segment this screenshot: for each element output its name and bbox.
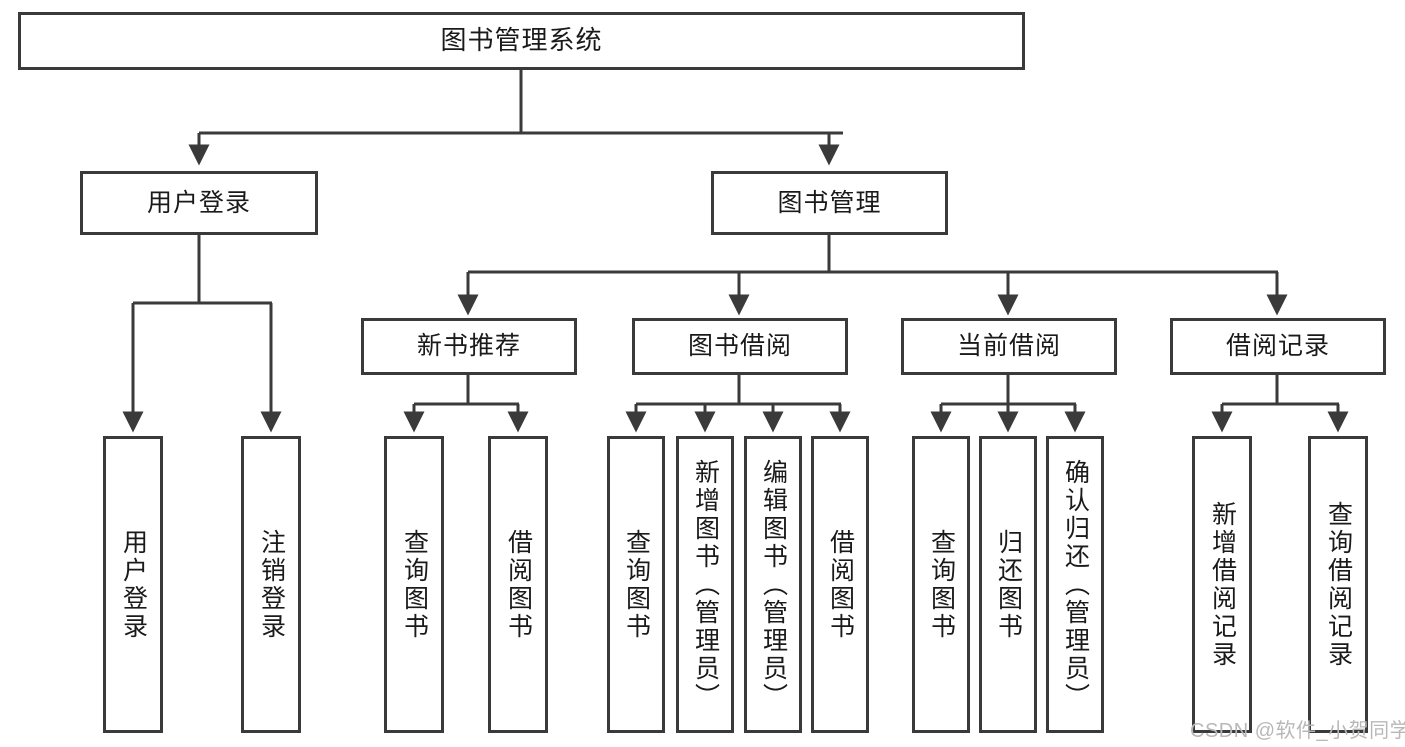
node-book-management[interactable]: 图书管理 <box>711 171 948 235</box>
leaf-borrow-book-newbook[interactable]: 借阅图书 <box>488 436 548 733</box>
node-label: 编辑图书（管理员） <box>759 458 788 711</box>
leaf-query-borrow-record[interactable]: 查询借阅记录 <box>1308 436 1368 733</box>
node-label: 新增图书（管理员） <box>691 458 720 711</box>
node-label: 用户登录 <box>119 528 148 641</box>
node-label: 借阅图书 <box>826 528 855 641</box>
leaf-return-book[interactable]: 归还图书 <box>979 436 1037 733</box>
node-label: 图书借阅 <box>687 332 792 361</box>
node-label: 图书管理系统 <box>440 25 603 56</box>
leaf-lend-book[interactable]: 借阅图书 <box>811 436 869 733</box>
node-label: 借阅记录 <box>1225 332 1330 361</box>
node-label: 归还图书 <box>994 528 1023 641</box>
watermark-text: CSDN @软件_小贺同学 <box>1190 720 1405 742</box>
node-borrow-records[interactable]: 借阅记录 <box>1170 318 1386 375</box>
leaf-user-login[interactable]: 用户登录 <box>103 436 163 733</box>
leaf-confirm-return-admin[interactable]: 确认归还（管理员） <box>1046 436 1104 733</box>
leaf-query-book-current[interactable]: 查询图书 <box>912 436 970 733</box>
node-label: 新增借阅记录 <box>1208 500 1237 669</box>
node-label: 新书推荐 <box>416 332 521 361</box>
node-current-borrowing[interactable]: 当前借阅 <box>901 318 1117 375</box>
leaf-add-borrow-record[interactable]: 新增借阅记录 <box>1192 436 1252 733</box>
leaf-query-book-newbook[interactable]: 查询图书 <box>384 436 444 733</box>
node-label: 注销登录 <box>257 528 286 641</box>
leaf-query-book-borrow[interactable]: 查询图书 <box>607 436 665 733</box>
leaf-logout[interactable]: 注销登录 <box>241 436 301 733</box>
node-label: 用户登录 <box>146 188 251 217</box>
node-new-book-recommend[interactable]: 新书推荐 <box>361 318 577 375</box>
node-label: 图书管理 <box>777 188 882 217</box>
node-user-login[interactable]: 用户登录 <box>80 171 318 235</box>
node-label: 查询图书 <box>400 528 429 641</box>
node-label: 查询图书 <box>622 528 651 641</box>
node-label: 确认归还（管理员） <box>1061 458 1090 711</box>
node-label: 借阅图书 <box>504 528 533 641</box>
node-book-management-system[interactable]: 图书管理系统 <box>18 12 1025 70</box>
node-book-borrowing[interactable]: 图书借阅 <box>632 318 848 375</box>
node-label: 查询借阅记录 <box>1324 500 1353 669</box>
leaf-edit-book-admin[interactable]: 编辑图书（管理员） <box>744 436 802 733</box>
node-label: 查询图书 <box>927 528 956 641</box>
leaf-add-book-admin[interactable]: 新增图书（管理员） <box>676 436 734 733</box>
node-label: 当前借阅 <box>956 332 1061 361</box>
